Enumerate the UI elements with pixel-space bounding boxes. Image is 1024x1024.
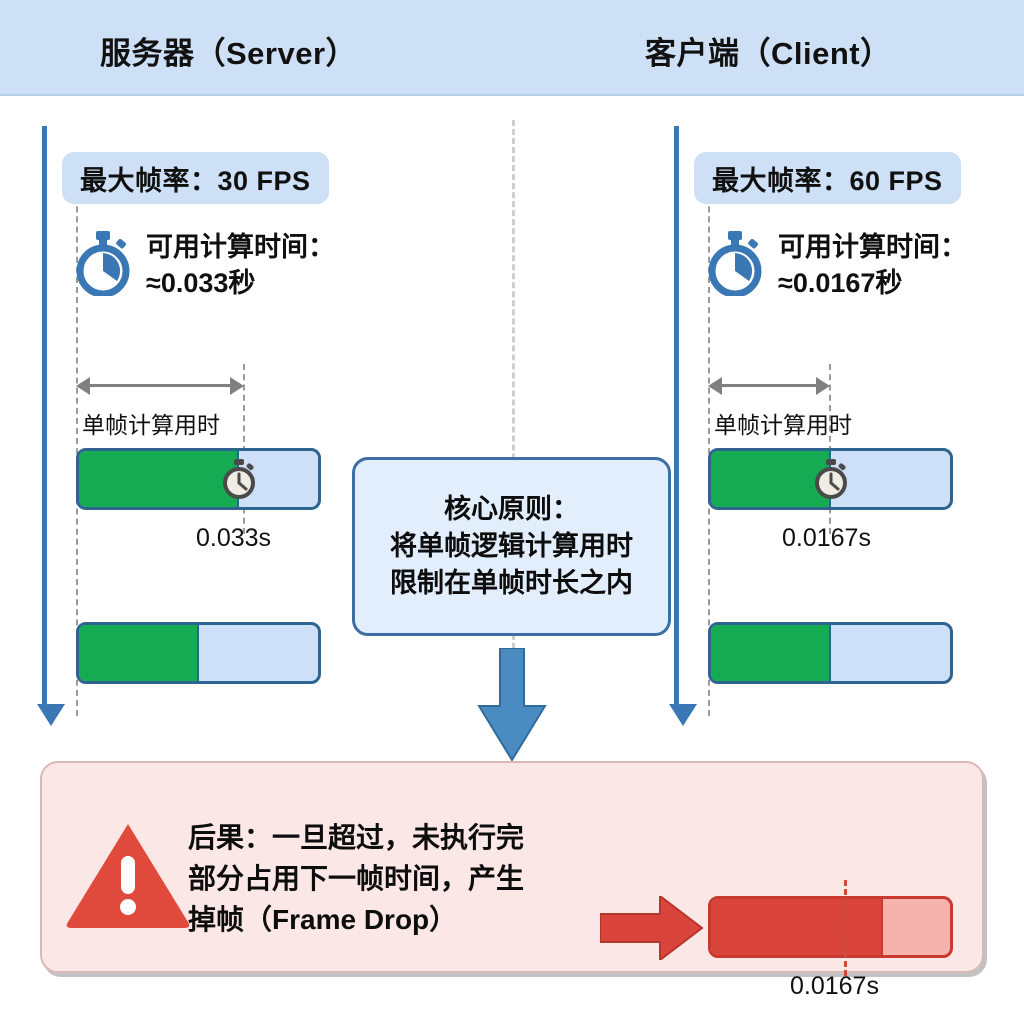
client-guide-start — [708, 156, 710, 716]
client-compute-time: 可用计算时间： ≈0.0167秒 — [704, 230, 967, 301]
server-frame-bar-1-value: 0.033s — [196, 524, 272, 552]
warning-line-3: 掉帧（Frame Drop） — [188, 903, 458, 935]
client-compute-line2: ≈0.0167秒 — [778, 267, 903, 298]
center-divider — [512, 120, 515, 730]
client-fps-pill: 最大帧率：60 FPS — [694, 152, 961, 204]
server-dimension-line — [88, 384, 232, 387]
client-timeline-arrowhead — [669, 704, 697, 726]
diagram-canvas: 最大帧率：30 FPS 可用计算时间： ≈0.033秒 单帧计算用时 — [0, 96, 1024, 1024]
client-frame-bar-1-fill — [711, 451, 831, 507]
warning-bar-guide — [844, 880, 847, 976]
warning-bar-value: 0.0167s — [790, 972, 879, 1000]
core-principle-callout: 核心原则： 将单帧逻辑计算用时 限制在单帧时长之内 — [352, 457, 671, 636]
header-band: 服务器（Server） 客户端（Client） — [0, 0, 1024, 96]
warning-line-1: 后果：一旦超过，未执行完 — [188, 822, 525, 853]
warning-line-2: 部分占用下一帧时间，产生 — [188, 862, 525, 894]
stopwatch-icon — [72, 230, 134, 301]
warning-overflow-bar — [708, 896, 953, 958]
callout-line-1: 核心原则： — [444, 493, 579, 524]
header-title-client: 客户端（Client） — [645, 36, 892, 71]
server-frame-bar-1-fill — [79, 451, 240, 507]
server-dimension-cap-right — [230, 377, 244, 395]
server-timeline-arrowhead — [37, 704, 65, 726]
down-arrow-icon — [473, 647, 551, 768]
server-fps-label: 最大帧率：30 FPS — [80, 165, 311, 196]
server-frame-bar-2-fill — [79, 625, 199, 681]
server-guide-start — [76, 156, 78, 716]
client-frame-bar-2-fill — [711, 625, 831, 681]
client-compute-text: 可用计算时间： ≈0.0167秒 — [778, 230, 967, 301]
client-timeline-axis — [674, 126, 679, 706]
server-compute-line1: 可用计算时间： — [146, 232, 335, 262]
server-fps-pill: 最大帧率：30 FPS — [62, 152, 329, 204]
client-dimension-cap-right — [816, 377, 830, 395]
warning-overflow-bar-fill — [711, 899, 884, 955]
server-compute-line2: ≈0.033秒 — [146, 267, 256, 298]
stopwatch-icon — [704, 230, 766, 301]
client-compute-line1: 可用计算时间： — [778, 232, 967, 262]
callout-line-3: 限制在单帧时长之内 — [390, 568, 633, 599]
client-frame-bar-1 — [708, 448, 953, 510]
client-frame-bar-1-value: 0.0167s — [782, 524, 871, 552]
server-frame-bar-1 — [76, 448, 321, 510]
server-compute-text: 可用计算时间： ≈0.033秒 — [146, 230, 335, 301]
client-dimension-cap-left — [708, 377, 722, 395]
header-title-server: 服务器（Server） — [100, 36, 358, 71]
server-frame-bar-2 — [76, 622, 321, 684]
stopwatch-marker-icon — [218, 458, 260, 500]
stopwatch-marker-icon — [810, 458, 852, 500]
server-dimension-label: 单帧计算用时 — [82, 412, 220, 438]
warning-triangle-icon — [64, 818, 192, 935]
client-dimension-label: 单帧计算用时 — [714, 412, 852, 438]
right-arrow-icon — [599, 893, 704, 965]
server-dimension-cap-left — [76, 377, 90, 395]
server-timeline-axis — [42, 126, 47, 706]
callout-line-2: 将单帧逻辑计算用时 — [390, 530, 633, 561]
client-frame-bar-2 — [708, 622, 953, 684]
client-dimension-line — [720, 384, 818, 387]
server-compute-time: 可用计算时间： ≈0.033秒 — [72, 230, 335, 301]
client-fps-label: 最大帧率：60 FPS — [712, 165, 943, 196]
warning-text: 后果：一旦超过，未执行完 部分占用下一帧时间，产生 掉帧（Frame Drop） — [188, 818, 524, 941]
